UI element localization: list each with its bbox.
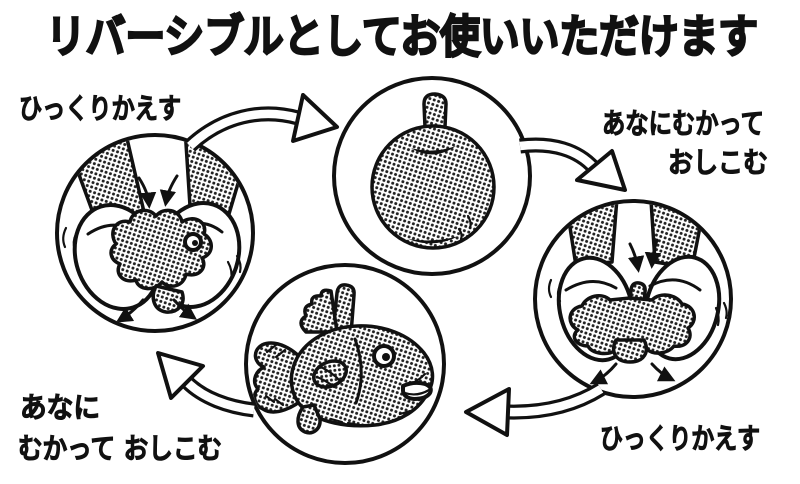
right-wrist-crease bbox=[648, 278, 702, 292]
squeezed-ball bbox=[568, 293, 696, 356]
step3-push-illustration bbox=[533, 199, 733, 399]
step4-fish-illustration bbox=[244, 263, 446, 465]
left-wrist-crease bbox=[564, 280, 618, 292]
step1-contents bbox=[62, 137, 247, 323]
ball-seam-dash bbox=[457, 227, 463, 241]
fish-dorsal-fin-rays bbox=[299, 288, 339, 334]
belly-dash bbox=[398, 409, 412, 416]
step2-ball-illustration bbox=[332, 76, 532, 276]
arrow-step1-to-step2 bbox=[184, 93, 339, 152]
label-flip-top-left: ひっくりかえす bbox=[19, 92, 181, 125]
arrow-band-fill bbox=[519, 140, 598, 171]
belly-dash bbox=[346, 421, 361, 427]
motion-mark bbox=[714, 306, 720, 327]
label-push-top-right-line2: おしこむ bbox=[668, 146, 768, 179]
arrow-band-fill bbox=[183, 378, 255, 415]
motion-mark bbox=[547, 278, 553, 299]
label-push-top-right-line1: あなにむかって bbox=[602, 107, 764, 140]
arrowhead-up-left bbox=[156, 351, 205, 400]
push-arrow-top-right bbox=[159, 174, 179, 207]
push-arrow-top-right bbox=[644, 238, 662, 269]
tail-hatch bbox=[273, 397, 285, 407]
motion-mark bbox=[62, 226, 68, 249]
pull-arrow-bottom-left bbox=[589, 362, 618, 385]
fish-mouth-line bbox=[403, 388, 431, 396]
motion-mark bbox=[556, 284, 562, 303]
tail-hatch bbox=[264, 394, 276, 404]
fish-pupil bbox=[382, 353, 390, 361]
arrow-step4-to-step1 bbox=[156, 351, 255, 418]
fin-ray-line bbox=[315, 375, 336, 389]
motion-mark bbox=[72, 232, 78, 252]
arrow-band-fill bbox=[187, 109, 300, 150]
label-push-bottom-left-line1: あなに bbox=[20, 391, 100, 424]
pull-arrow-bottom-right bbox=[172, 298, 198, 320]
arrow-step3-to-step4 bbox=[464, 382, 605, 437]
squeezed-ball-flap bbox=[611, 338, 649, 364]
crumpled-plush bbox=[109, 208, 213, 291]
pull-arrow-bottom-right bbox=[650, 362, 676, 382]
crumpled-plush-flap bbox=[151, 284, 185, 314]
push-arrow-top-left bbox=[137, 176, 157, 209]
diagram-title: リバーシブルとしてお使いいただけます bbox=[46, 10, 758, 63]
label-flip-bottom-right: ひっくりかえす bbox=[600, 422, 760, 455]
step4-contents bbox=[252, 283, 435, 435]
motion-mark bbox=[226, 260, 233, 282]
motion-mark bbox=[722, 301, 728, 320]
arrowhead-right bbox=[291, 93, 339, 143]
push-arrow-top-left bbox=[627, 242, 645, 273]
step3-contents bbox=[547, 203, 728, 385]
fish-gill-line bbox=[353, 337, 363, 405]
belly-dash bbox=[329, 417, 344, 424]
label-push-bottom-left-line2: むかって おしこむ bbox=[18, 432, 222, 465]
ball-body bbox=[370, 124, 496, 250]
arrowhead-down-right bbox=[575, 149, 627, 192]
fish-nose-crease bbox=[406, 372, 427, 387]
fish-pelvic-fin bbox=[296, 403, 322, 435]
ball-bottom-shadow bbox=[408, 236, 459, 244]
tail-hatch bbox=[265, 343, 278, 354]
arrow-band-fill bbox=[507, 385, 604, 417]
stem-hole-shadow bbox=[411, 146, 456, 155]
tail-hatch bbox=[274, 348, 287, 359]
ball-seam-dash bbox=[466, 214, 472, 230]
motion-mark bbox=[235, 254, 242, 274]
step1-flip-illustration bbox=[55, 133, 255, 333]
fish-dorsal-stem bbox=[331, 283, 356, 336]
plush-pupil bbox=[192, 240, 198, 246]
pull-arrow-bottom-left bbox=[115, 298, 145, 323]
fin-ray-line bbox=[319, 365, 342, 383]
arrow-step2-to-step3 bbox=[519, 137, 627, 192]
arrowhead-left bbox=[464, 387, 511, 437]
